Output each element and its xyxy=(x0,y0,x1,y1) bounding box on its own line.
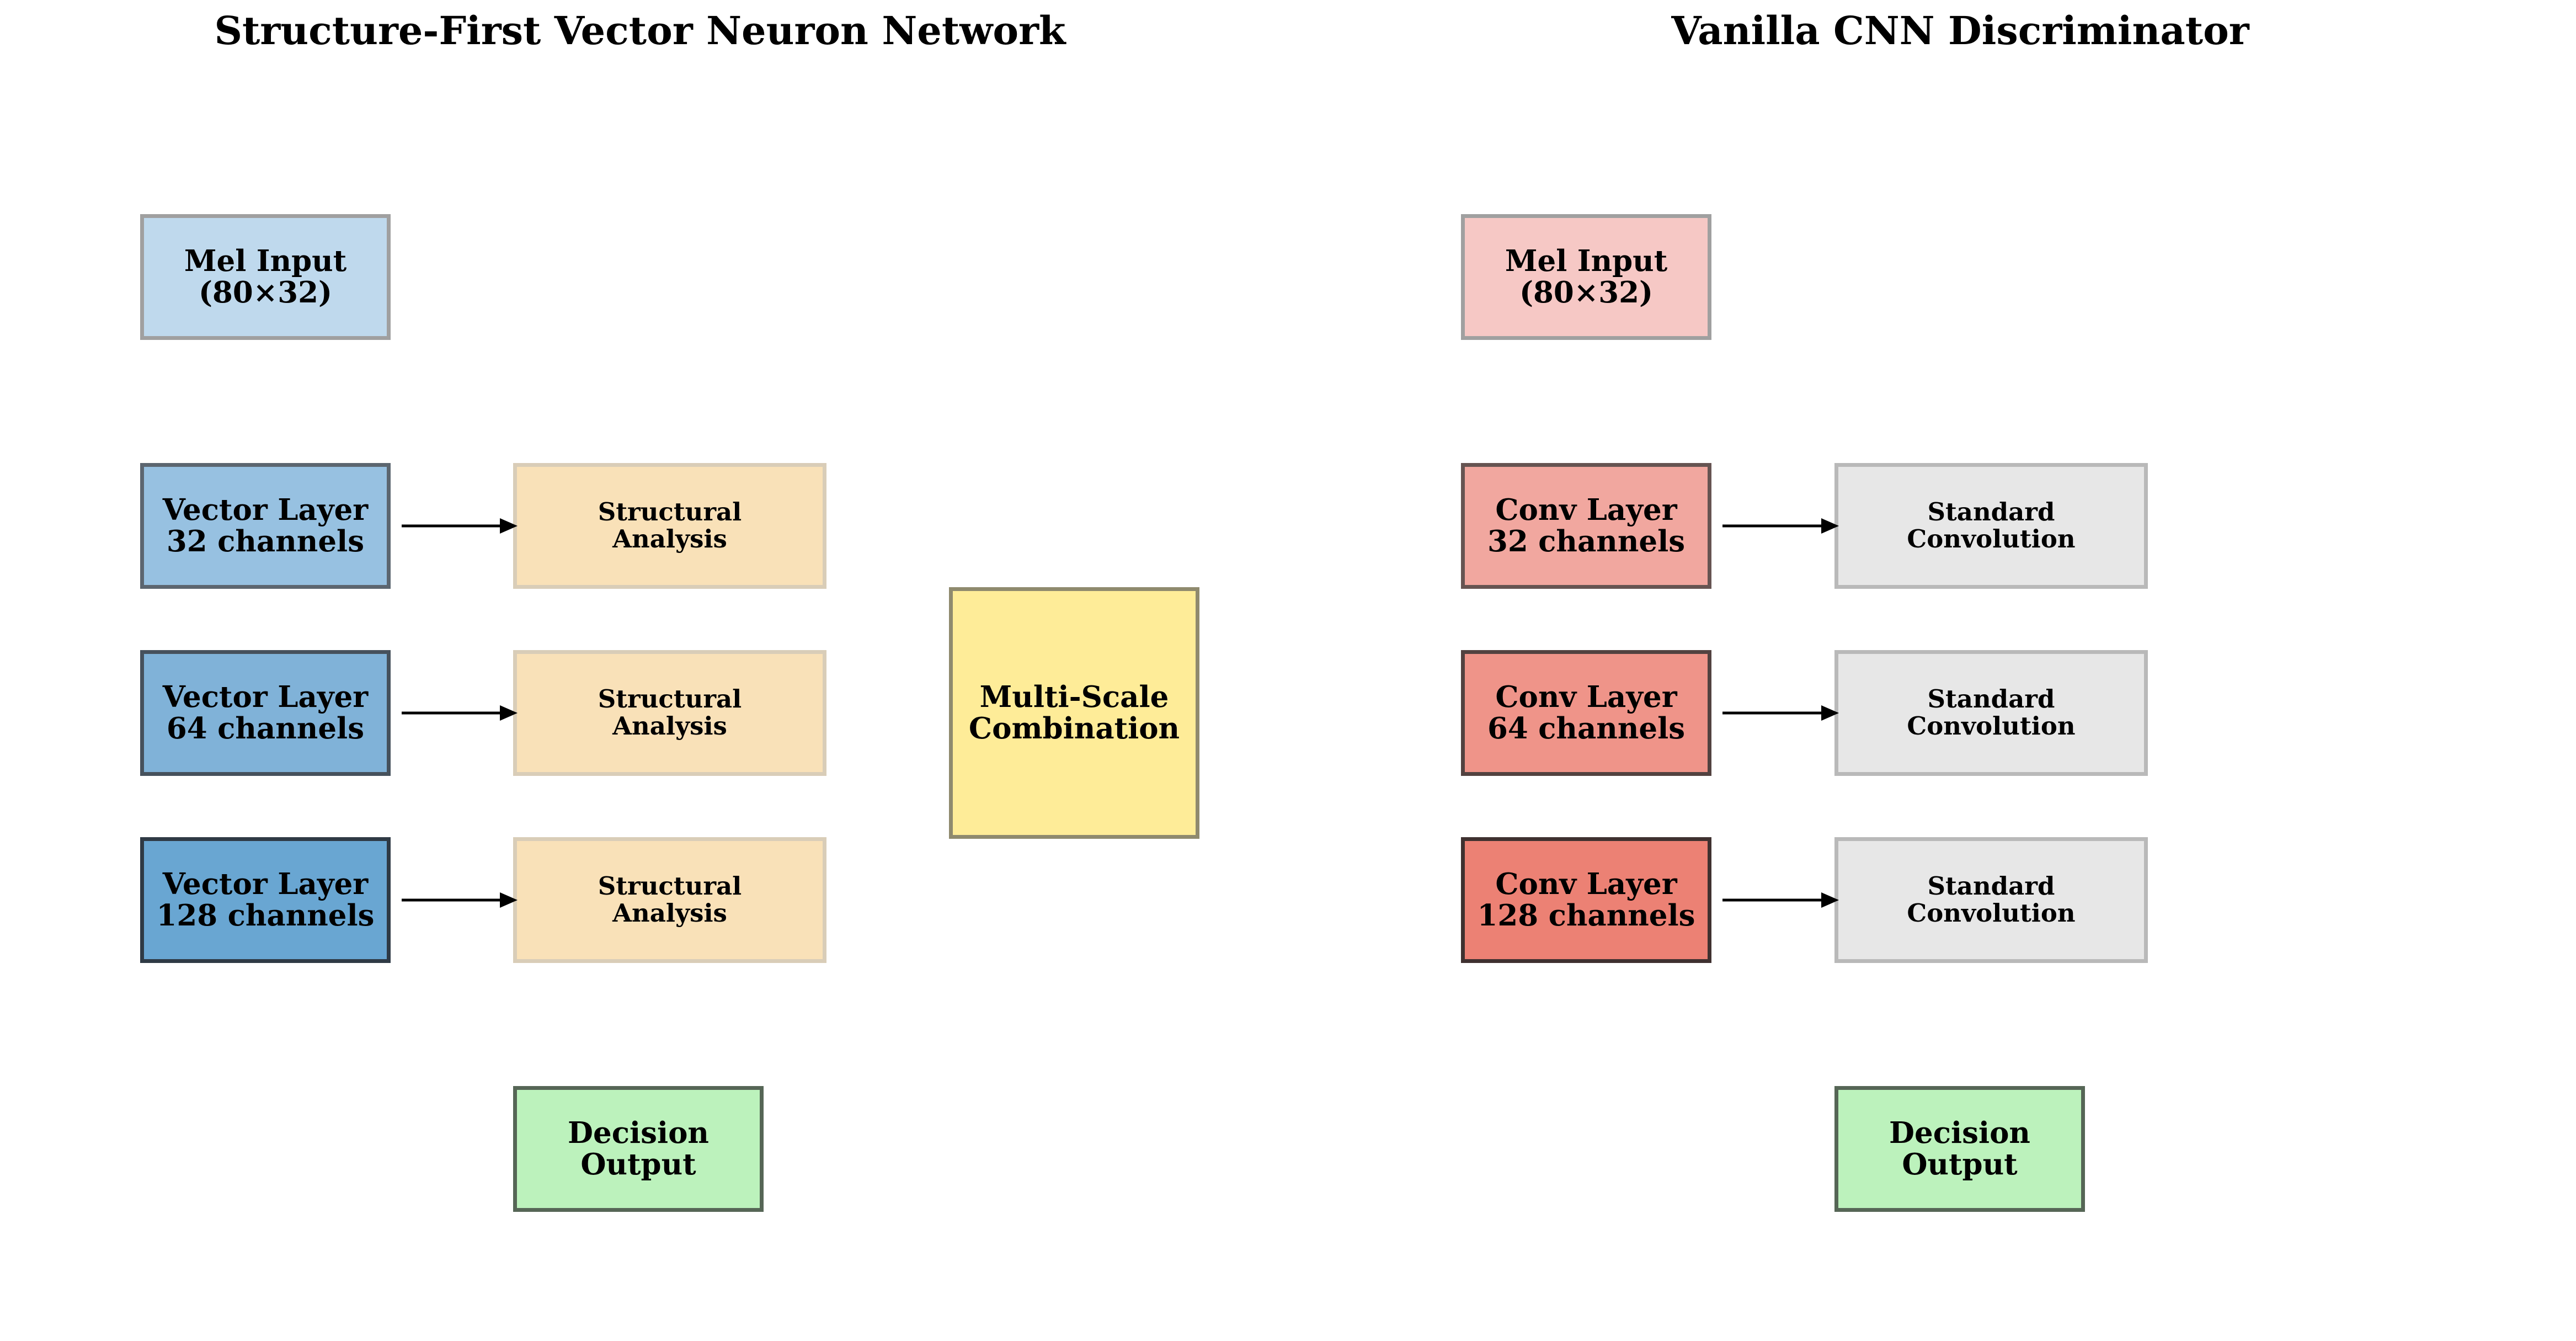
left-arrows xyxy=(402,518,518,908)
standard-convolution-box-2: Standard Convolution xyxy=(1834,650,2148,776)
structural-analysis-box-3: Structural Analysis xyxy=(513,837,826,963)
structural-analysis-box-1: Structural Analysis xyxy=(513,463,826,589)
left-panel-title: Structure-First Vector Neuron Network xyxy=(214,8,1066,54)
conv-layer-64-box: Conv Layer 64 channels xyxy=(1461,650,1711,776)
right-decision-output-box: Decision Output xyxy=(1834,1086,2085,1212)
multi-scale-combination-box: Multi-Scale Combination xyxy=(949,587,1199,839)
standard-convolution-box-3: Standard Convolution xyxy=(1834,837,2148,963)
vector-layer-64-box: Vector Layer 64 channels xyxy=(140,650,391,776)
left-mel-input-box: Mel Input (80×32) xyxy=(140,214,391,340)
right-arrows xyxy=(1722,518,1839,908)
vector-layer-128-box: Vector Layer 128 channels xyxy=(140,837,391,963)
conv-layer-32-box: Conv Layer 32 channels xyxy=(1461,463,1711,589)
right-panel-title: Vanilla CNN Discriminator xyxy=(1671,8,2249,54)
standard-convolution-box-1: Standard Convolution xyxy=(1834,463,2148,589)
structural-analysis-box-2: Structural Analysis xyxy=(513,650,826,776)
right-mel-input-box: Mel Input (80×32) xyxy=(1461,214,1711,340)
conv-layer-128-box: Conv Layer 128 channels xyxy=(1461,837,1711,963)
vector-layer-32-box: Vector Layer 32 channels xyxy=(140,463,391,589)
left-decision-output-box: Decision Output xyxy=(513,1086,764,1212)
